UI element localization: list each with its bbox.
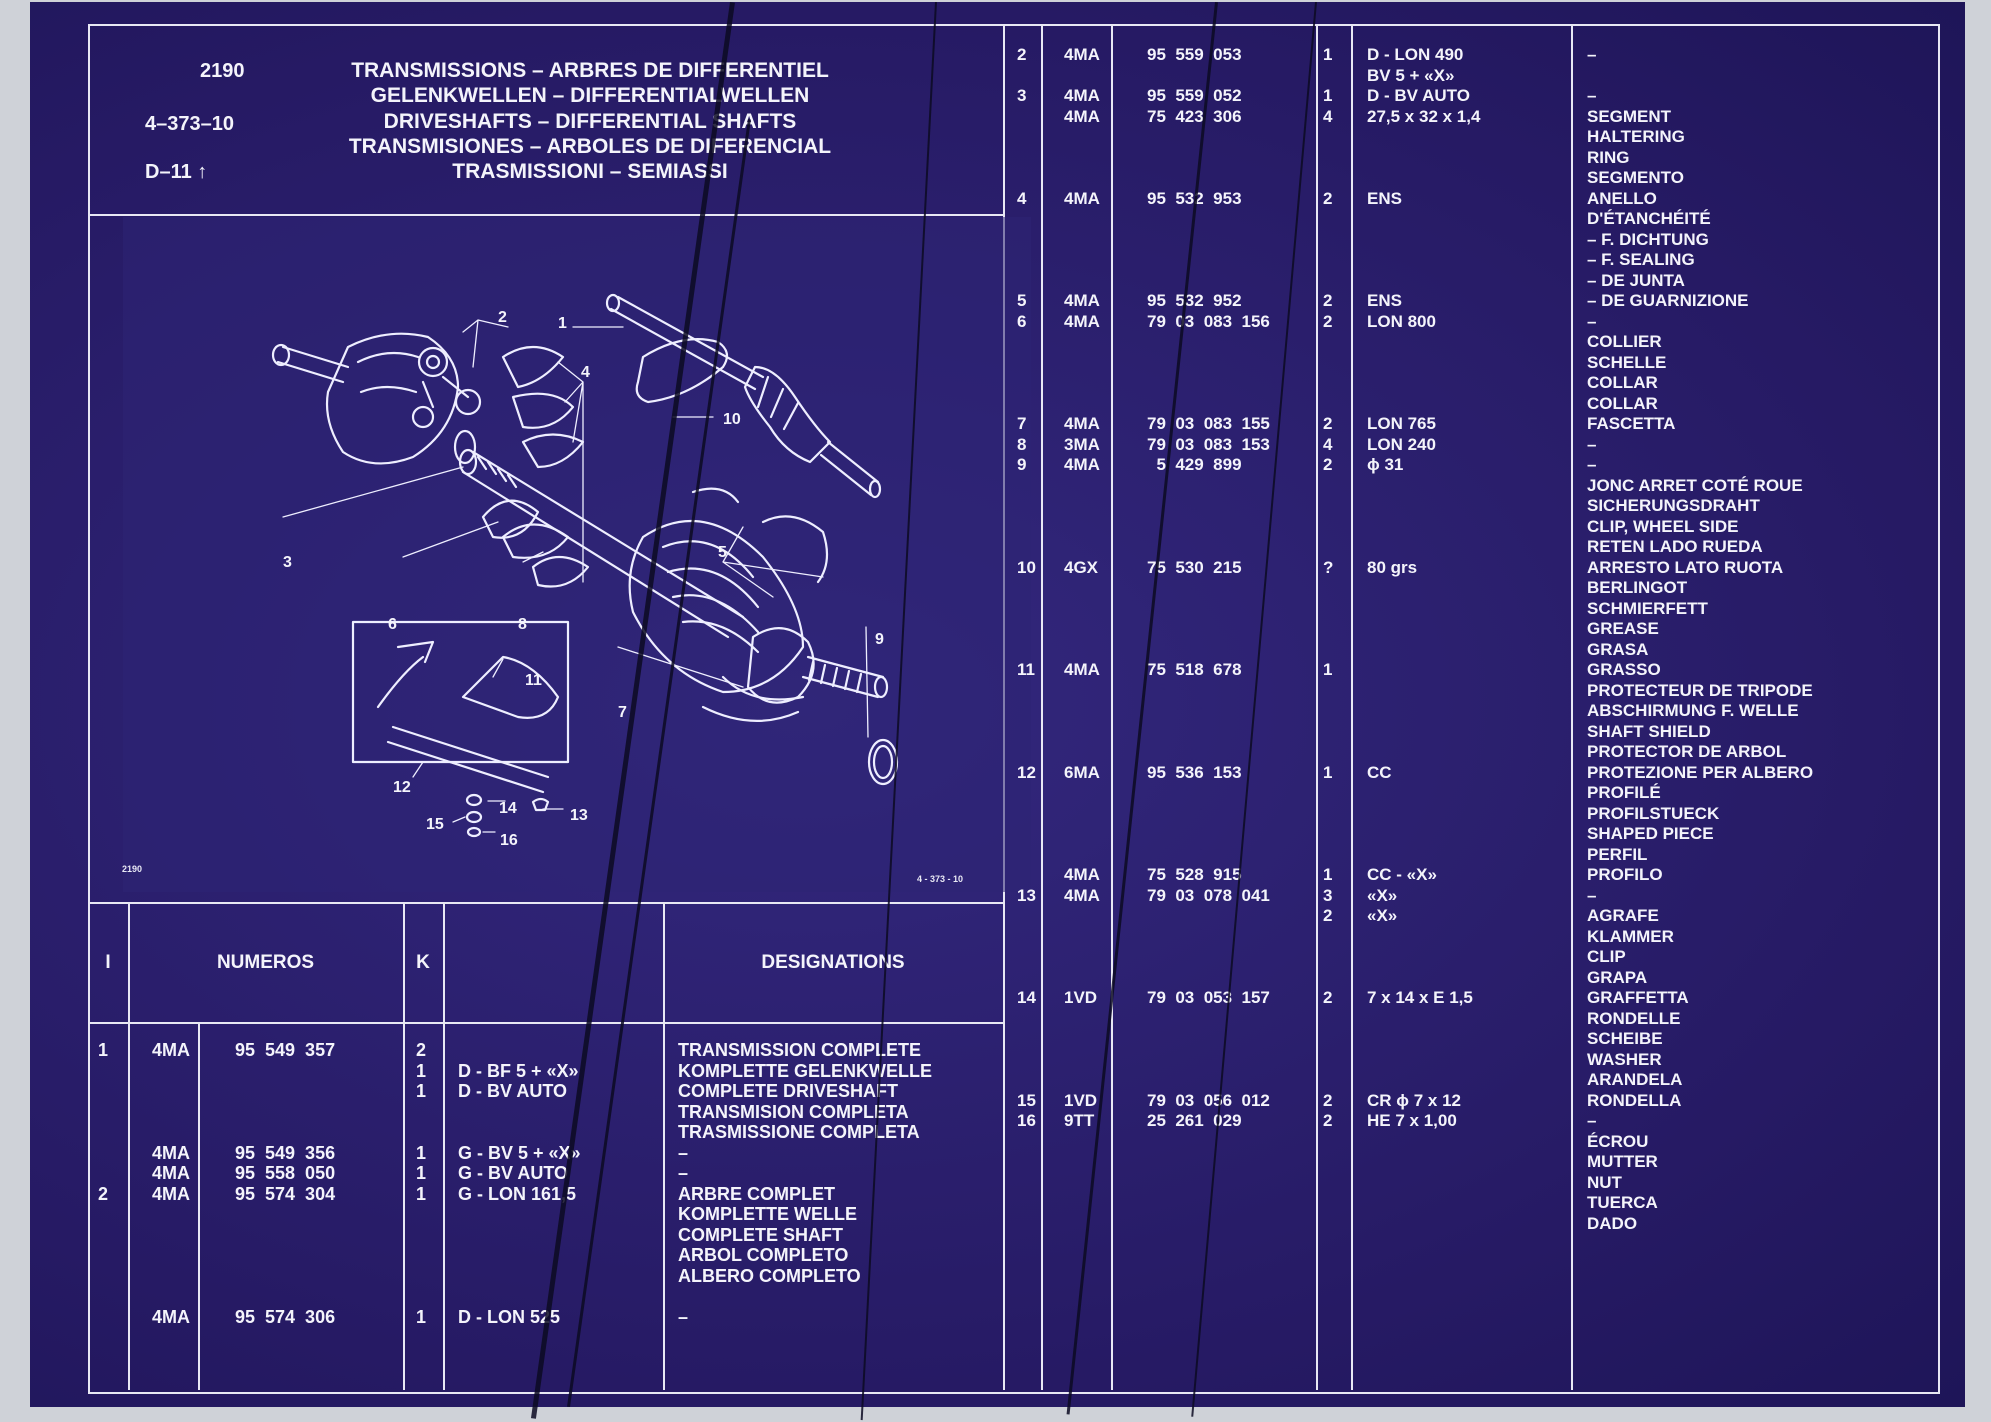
header-section: D–11 ↑ [145,161,208,183]
callout-4: 4 [581,364,590,381]
callout-2: 2 [498,309,507,326]
rcol-line-4 [1351,24,1353,1390]
title-it: TRASMISSIONI – SEMIASSI [452,160,728,183]
header-ref: 4–373–10 [145,113,234,135]
header-bottom-line [88,214,1005,216]
left-col-prefix: 4MA 4MA 4MA 4MA 4MA [152,1040,191,1327]
callout-7: 7 [618,704,627,721]
callout-6: 6 [388,616,397,633]
right-col-spec: D - LON 490 BV 5 + «X» D - BV AUTO 27,5 … [1367,45,1481,1130]
callout-15: 15 [426,816,444,833]
header-code: 2190 [200,60,245,82]
callout-13: 13 [570,807,588,824]
callout-16: 16 [500,832,518,849]
right-col-prefix: 4MA 4MA 4MA 4MA 4MA 4MA 4MA 3MA 4MA 4GX … [1064,45,1100,1130]
col-line-i [128,902,130,1390]
table-header-bottom [88,1022,1005,1024]
arrow-up-icon: ↑ [191,161,208,183]
right-col-qty: 1 1 4 2 2 2 2 4 2 ? 1 1 1 3 2 2 2 2 [1323,45,1334,1130]
left-col-designation: TRANSMISSION COMPLETE KOMPLETTE GELENKWE… [678,1040,932,1327]
right-col-number: 95 559 053 95 559 052 75 423 306 95 532 … [1147,45,1270,1130]
col-line-desig [663,902,665,1390]
column-header-k: K [416,952,430,973]
callout-3: 3 [283,554,292,571]
callout-12: 12 [393,779,411,796]
illustration-caption-left: 2190 [122,864,143,874]
callout-5: 5 [718,544,727,561]
driveshaft-drawing: 1 2 3 4 5 6 7 8 9 10 11 12 13 14 15 16 [123,217,1031,892]
table-frame [88,24,1940,1394]
title-fr: TRANSMISSIONS – ARBRES DE DIFFERENTIEL [351,59,829,82]
right-col-item: 2 3 4 5 6 7 8 9 10 11 12 13 14 15 16 [1017,45,1036,1130]
left-col-spec: D - BF 5 + «X» D - BV AUTO G - BV 5 + «X… [458,1060,581,1327]
exploded-view-illustration: 1 2 3 4 5 6 7 8 9 10 11 12 13 14 15 16 [123,217,1031,892]
table-header-top [88,902,1005,904]
callout-11: 11 [525,672,542,689]
column-header-numeros: NUMEROS [216,952,315,973]
callout-8: 8 [518,616,527,633]
rcol-line-5 [1571,24,1573,1390]
illustration-caption-right: 4 - 373 - 10 [917,874,964,884]
callout-1: 1 [558,315,567,332]
callout-14: 14 [499,800,517,817]
title-es: TRANSMISIONES – ARBOLES DE DIFERENCIAL [348,135,832,158]
column-header-designations: DESIGNATIONS [761,952,905,973]
callout-10: 10 [723,411,741,428]
title-en: DRIVESHAFTS – DIFFERENTIAL SHAFTS [383,110,797,133]
right-col-designation: – – SEGMENT HALTERING RING SEGMENTO ANEL… [1587,45,1814,1233]
title-de: GELENKWELLEN – DIFFERENTIALWELLEN [370,84,810,107]
col-line-spec [443,902,445,1390]
blueprint-sheet: 2190 4–373–10 D–11 ↑ TRANSMISSIONS – ARB… [30,2,1965,1421]
rcol-line-1 [1041,24,1043,1390]
column-header-i: I [105,952,111,973]
col-line-k [403,902,405,1390]
rcol-line-2 [1111,24,1113,1390]
left-col-qty: 2 1 1 1 1 1 1 [416,1040,427,1327]
left-col-item: 1 2 [98,1040,109,1204]
rcol-line-3 [1316,24,1318,1390]
col-line-num-inner [198,1022,200,1390]
callout-9: 9 [875,631,884,648]
left-col-number: 95 549 357 95 549 356 95 558 050 95 574 … [235,1040,336,1327]
